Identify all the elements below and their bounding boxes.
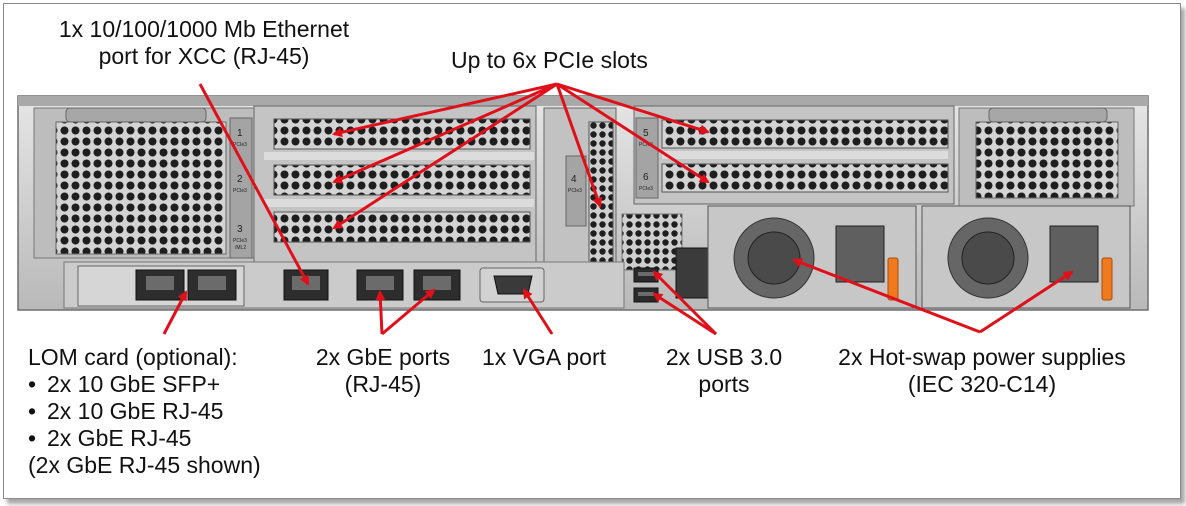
slot-number-5: 5 bbox=[643, 128, 649, 139]
gbe-label-line-1: 2x GbE ports bbox=[315, 344, 451, 370]
slot-type-2: PCIe3 bbox=[233, 188, 247, 194]
psu-label-line-2: (IEC 320-C14) bbox=[907, 371, 1057, 397]
bullet: • bbox=[28, 425, 37, 451]
pcie-slot-3 bbox=[273, 211, 531, 243]
arrow-xcc bbox=[198, 83, 310, 286]
slot-type-5: PCIe3 bbox=[639, 142, 653, 148]
pcie-slot-2 bbox=[273, 164, 531, 196]
bullet: • bbox=[28, 371, 37, 397]
slot-divider bbox=[264, 152, 534, 160]
psu-1-fan-hub bbox=[747, 231, 801, 285]
pcie-slots-label: Up to 6x PCIe slots bbox=[451, 47, 648, 73]
lom-option: • 2x 10 GbE SFP+ bbox=[28, 371, 261, 398]
slot-divider bbox=[662, 151, 948, 159]
slot-type-3-ml2: /ML2 bbox=[235, 245, 246, 251]
slot-divider bbox=[264, 199, 534, 207]
lom-options-list: • 2x 10 GbE SFP+ • 2x 10 GbE RJ-45 • 2x GbE… bbox=[28, 371, 261, 452]
riser1-label-strip bbox=[229, 117, 253, 259]
arrow-pcie-1 bbox=[332, 82, 558, 138]
usb-area-vent bbox=[621, 213, 683, 271]
usb-label-line-1: 2x USB 3.0 bbox=[665, 344, 783, 370]
slot-type-3: PCIe3 bbox=[233, 238, 247, 244]
arrow-lom bbox=[162, 290, 188, 335]
arrow-usb-1 bbox=[652, 270, 718, 336]
xcc-label-line-2: port for XCC (RJ-45) bbox=[98, 43, 310, 69]
lom-note: (2x GbE RJ-45 shown) bbox=[28, 452, 261, 478]
lom-option-text: 2x 10 GbE SFP+ bbox=[47, 371, 221, 397]
vga-port-label: 1x VGA port bbox=[482, 344, 607, 370]
psu-label: 2x Hot-swap power supplies (IEC 320-C14) bbox=[812, 344, 1152, 398]
slot-number-6: 6 bbox=[643, 172, 649, 183]
right-vent-handle bbox=[988, 107, 1108, 123]
lom-card-label: LOM card (optional): • 2x 10 GbE SFP+ • 2x… bbox=[28, 344, 261, 479]
right-vent-grille bbox=[975, 121, 1119, 199]
slot-type-4: PCIe3 bbox=[568, 188, 582, 194]
slot-number-3: 3 bbox=[237, 224, 243, 235]
pcie-slot-6 bbox=[661, 163, 949, 193]
arrow-vga bbox=[522, 288, 554, 335]
arrow-pcie-5 bbox=[556, 82, 710, 135]
callout-arrows bbox=[162, 82, 1074, 336]
usb-port-2-tongue bbox=[638, 292, 654, 296]
usb-label-line-2: ports bbox=[698, 371, 750, 397]
slot-number-2: 2 bbox=[237, 174, 243, 185]
lom-port-2-jack bbox=[198, 276, 226, 290]
arrow-pcie-2 bbox=[332, 82, 558, 184]
lom-option-text: 2x 10 GbE RJ-45 bbox=[47, 398, 224, 424]
usb-ports-label: 2x USB 3.0 ports bbox=[652, 344, 796, 398]
slot-type-6: PCIe3 bbox=[639, 186, 653, 192]
slot-number-1: 1 bbox=[237, 128, 243, 139]
xcc-port-label: 1x 10/100/1000 Mb Ethernet port for XCC … bbox=[34, 16, 374, 70]
lom-title: LOM card (optional): bbox=[28, 344, 238, 370]
psu-1-handle bbox=[887, 257, 899, 301]
lom-option-text: 2x GbE RJ-45 bbox=[47, 425, 192, 451]
slot4-label-strip bbox=[565, 155, 587, 227]
arrow-pcie-3 bbox=[332, 82, 558, 230]
psu-2-fan-hub bbox=[961, 231, 1015, 285]
arrow-gbe-1 bbox=[375, 290, 386, 335]
gbe-label-line-2: (RJ-45) bbox=[344, 371, 422, 397]
pcie-slot-4 bbox=[588, 121, 614, 283]
gbe-port-1-jack bbox=[366, 276, 394, 290]
psu-label-line-1: 2x Hot-swap power supplies bbox=[838, 344, 1126, 370]
lom-option: • 2x 10 GbE RJ-45 bbox=[28, 398, 261, 425]
psu-2-c14-inlet bbox=[1049, 225, 1099, 283]
gbe-port-2-jack bbox=[423, 276, 451, 290]
left-vent-handle bbox=[65, 107, 207, 123]
slot-type-1: PCIe3 bbox=[233, 142, 247, 148]
arrow-pcie-6 bbox=[556, 82, 710, 184]
arrow-gbe-2 bbox=[381, 288, 436, 336]
psu-1-c14-inlet bbox=[835, 225, 885, 283]
server-rear-illustration: 1 2 3 4 5 6 PCIe3 PCIe3 PCIe3 /ML2 PCIe3… bbox=[17, 82, 1149, 336]
pcie-slot-1 bbox=[273, 118, 531, 150]
left-vent-grille bbox=[55, 121, 227, 255]
psu-2-handle bbox=[1101, 257, 1113, 301]
lom-option: • 2x GbE RJ-45 bbox=[28, 425, 261, 452]
pcie-slot-5 bbox=[661, 119, 949, 149]
slot-number-4: 4 bbox=[571, 174, 577, 185]
usb-area-block bbox=[675, 247, 713, 299]
arrow-pcie-4 bbox=[555, 83, 603, 208]
figure-frame: 1 2 3 4 5 6 PCIe3 PCIe3 PCIe3 /ML2 PCIe3… bbox=[3, 3, 1181, 499]
xcc-label-line-1: 1x 10/100/1000 Mb Ethernet bbox=[58, 16, 350, 42]
gbe-ports-label: 2x GbE ports (RJ-45) bbox=[296, 344, 470, 398]
arrow-psu-1 bbox=[792, 258, 981, 334]
usb-port-1-tongue bbox=[638, 272, 654, 276]
bullet: • bbox=[28, 398, 37, 424]
arrow-psu-2 bbox=[979, 270, 1074, 334]
lom-port-1-jack bbox=[146, 276, 174, 290]
arrow-usb-2 bbox=[652, 292, 717, 336]
